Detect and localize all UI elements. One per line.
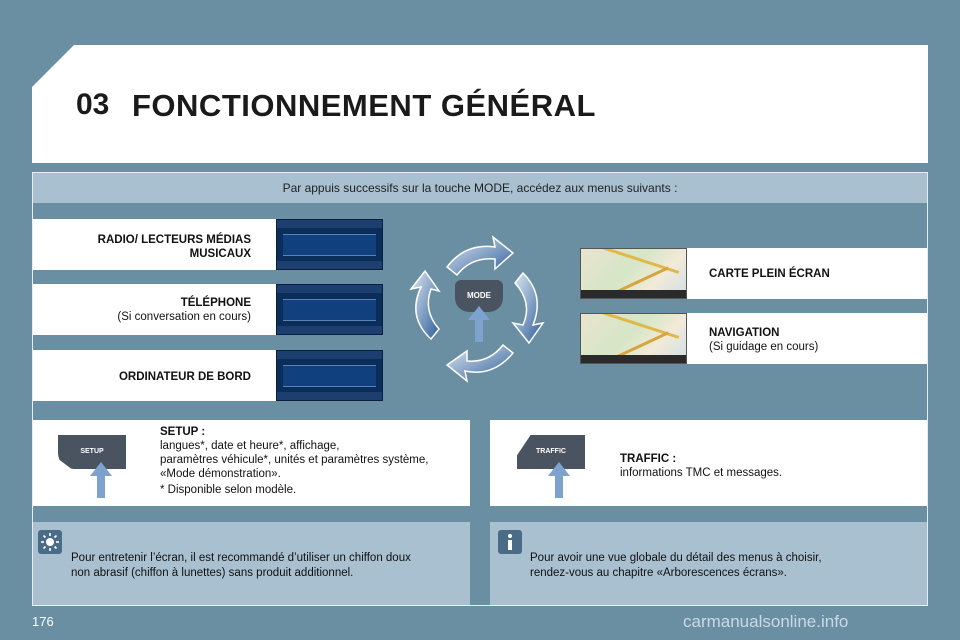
setup-arrow-icon [90, 462, 112, 498]
screen-navigation [580, 313, 687, 364]
menu-trip-computer-label: ORDINATEUR DE BORD [118, 371, 251, 383]
cycle-arrows-icon [409, 235, 545, 383]
screen-trip-computer [276, 350, 383, 401]
traffic-key[interactable]: TRAFFIC [517, 435, 585, 469]
intro-strip [33, 173, 927, 203]
menu-bar-telephone [33, 284, 276, 335]
tip-panel-right [490, 522, 927, 605]
menu-bar-navigation [687, 313, 927, 364]
screen-radio [276, 219, 383, 270]
chapter-number: 03 [76, 88, 110, 121]
menu-navigation-label: NAVIGATION(Si guidage en cours) [709, 327, 819, 353]
traffic-arrow-icon [548, 462, 570, 498]
setup-note: * Disponible selon modèle. [160, 484, 297, 496]
menu-full-map-label: CARTE PLEIN ÉCRAN [709, 268, 830, 280]
menu-bar-full-map [687, 248, 927, 299]
up-arrow-icon [468, 306, 490, 342]
sun-icon [38, 530, 62, 554]
screen-telephone [276, 284, 383, 335]
menu-telephone-label: TÉLÉPHONE(Si conversation en cours) [117, 297, 251, 323]
menu-bar-radio [33, 219, 276, 270]
chapter-title: FONCTIONNEMENT GÉNÉRAL [132, 88, 596, 123]
setup-text: SETUP : langues*, date et heure*, affich… [160, 426, 429, 480]
traffic-text: TRAFFIC : informations TMC et messages. [620, 453, 783, 479]
header-panel [32, 45, 928, 163]
tip-right-text: Pour avoir une vue globale du détail des… [530, 552, 822, 579]
screen-full-map [580, 248, 687, 299]
tip-panel-left [33, 522, 470, 605]
page-number: 176 [32, 614, 54, 629]
intro-text: Par appuis successifs sur la touche MODE… [282, 181, 678, 195]
watermark: carmanualsonline.info [683, 612, 849, 631]
setup-key[interactable]: SETUP [58, 435, 126, 469]
info-icon [498, 530, 522, 554]
menu-bar-trip-computer [33, 350, 276, 401]
tip-left-text: Pour entretenir l’écran, il est recomman… [71, 552, 411, 579]
